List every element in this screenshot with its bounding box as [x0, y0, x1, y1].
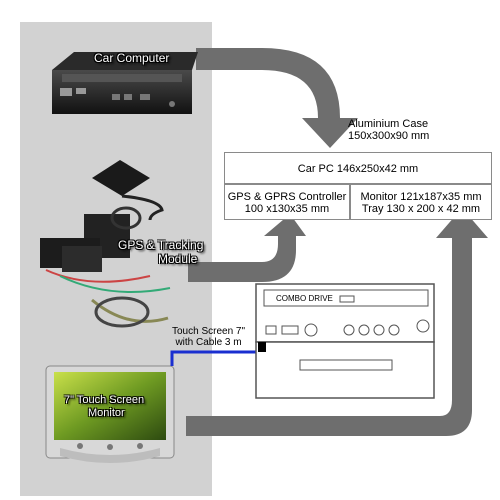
gps-module-label-line2: Module — [158, 252, 198, 266]
cable-label-line2: with Cable 3 m — [175, 337, 242, 348]
gps-tracking-hardware — [40, 160, 171, 328]
car-pc-box: Car PC 146x250x42 mm — [224, 152, 492, 184]
monitor-label-line1: Monitor 121x187x35 mm — [360, 191, 482, 203]
case-title: Aluminium Case — [348, 118, 429, 130]
combo-drive-label: COMBO DRIVE — [276, 294, 333, 303]
monitor-label-line2: Tray 130 x 200 x 42 mm — [361, 203, 481, 215]
car-pc-label: Car PC 146x250x42 mm — [297, 163, 419, 175]
case-size: 150x300x90 mm — [348, 130, 430, 142]
touch-screen-label-line2: Monitor — [88, 407, 125, 419]
touch-screen-monitor — [45, 365, 175, 463]
gps-controller-label-line2: 100 x130x35 mm — [244, 203, 330, 215]
car-computer-label: Car Computer — [94, 51, 170, 65]
arrow-gps-to-controller — [188, 214, 306, 282]
combo-drive-unit — [255, 283, 435, 399]
case-label: Aluminium Case 150x300x90 mm — [348, 118, 429, 142]
monitor-tray-box: Monitor 121x187x35 mm Tray 130 x 200 x 4… — [350, 184, 492, 220]
car-computer-device — [52, 52, 198, 114]
gps-controller-box: GPS & GPRS Controller 100 x130x35 mm — [224, 184, 350, 220]
cable-label: Touch Screen 7" with Cable 3 m — [172, 326, 245, 348]
cable-label-line1: Touch Screen 7" — [172, 326, 246, 337]
arrow-monitor-to-tray — [186, 208, 488, 436]
gps-module-label-line1: GPS & Tracking — [118, 238, 204, 252]
gps-controller-label-line1: GPS & GPRS Controller — [227, 191, 347, 203]
touch-screen-label-line1: 7" Touch Screen — [64, 394, 145, 406]
arrow-computer-to-case — [196, 48, 358, 148]
